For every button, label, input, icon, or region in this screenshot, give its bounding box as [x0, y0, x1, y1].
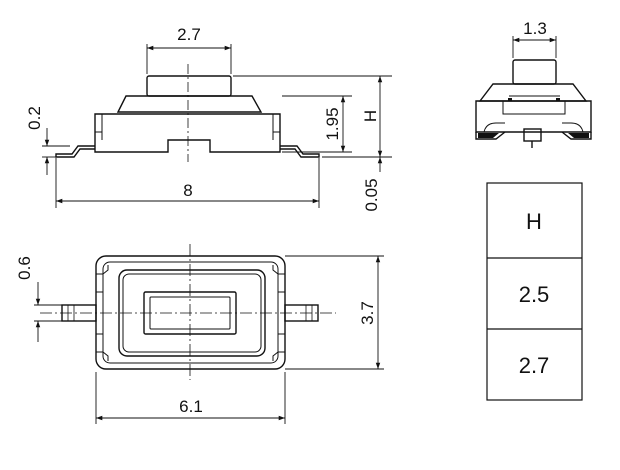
top-dimensions: [34, 255, 384, 424]
front-body: [94, 113, 281, 153]
dim-housing-length: 6.1: [179, 397, 203, 416]
dim-stroke: 0.2: [25, 106, 44, 130]
front-cap: [116, 95, 263, 113]
side-body: [475, 100, 592, 133]
front-lead-left: [55, 145, 95, 158]
dim-actuator-height: 1.95: [323, 107, 342, 140]
front-dimensions: [42, 44, 392, 208]
height-table-value: 2.5: [519, 282, 550, 307]
dim-pin-width: 0.6: [15, 256, 34, 280]
dim-side-width: 1.3: [523, 19, 547, 38]
height-table: [486, 182, 583, 401]
dim-body-width: 3.7: [358, 301, 377, 325]
dim-total-height: H: [361, 110, 380, 122]
side-view: [475, 59, 592, 148]
dim-top-width: 2.7: [177, 25, 201, 44]
front-view: [55, 64, 320, 162]
front-lead-right: [280, 145, 320, 158]
height-table-header: H: [526, 209, 542, 234]
height-table-value: 2.7: [519, 353, 550, 378]
dim-pin-offset: 0.05: [362, 178, 381, 211]
side-view-fills: [478, 98, 589, 138]
side-cap: [478, 83, 588, 102]
side-actuator: [512, 59, 557, 85]
side-pin: [523, 128, 542, 142]
front-actuator: [146, 75, 232, 97]
top-view: [40, 244, 336, 380]
dim-body-length: 8: [183, 181, 192, 200]
side-dimensions: [512, 36, 557, 58]
